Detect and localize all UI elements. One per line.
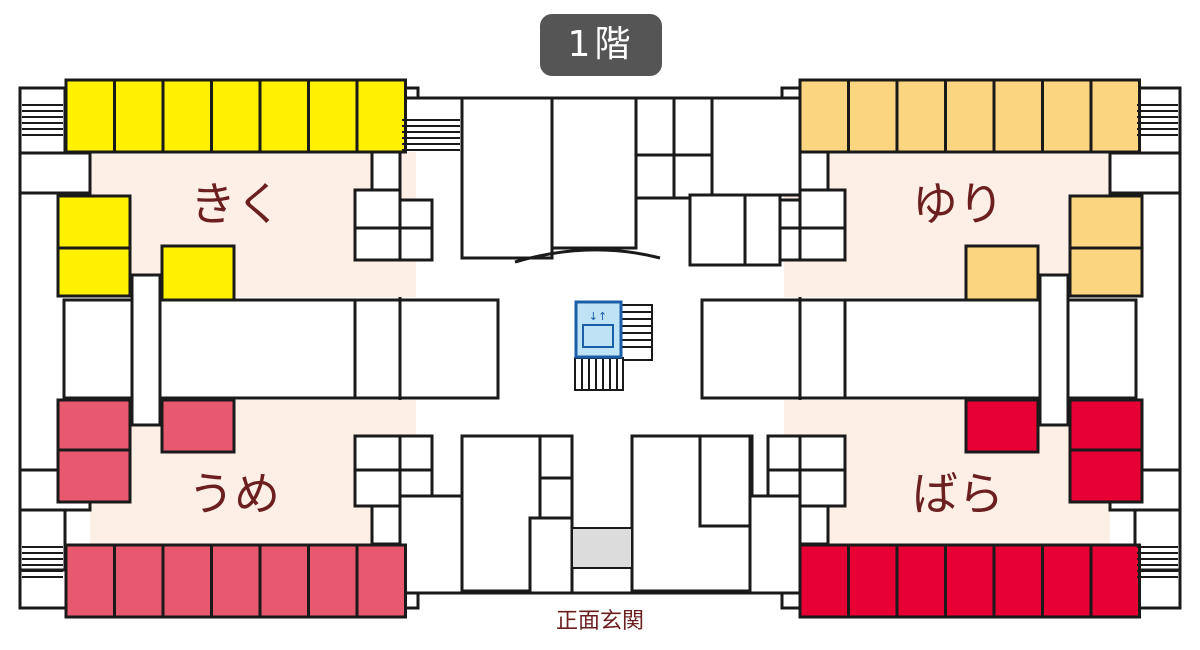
ward-label-yuri: ゆり <box>912 177 1004 231</box>
building-structure <box>18 86 1182 610</box>
patient-room <box>355 543 407 619</box>
patient-room <box>258 543 310 619</box>
patient-room <box>64 78 116 154</box>
entrance-label: 正面玄関 <box>556 609 644 634</box>
patient-room <box>307 78 359 154</box>
svg-text:↓↑: ↓↑ <box>589 310 607 323</box>
patient-room <box>944 543 996 619</box>
patient-room <box>56 448 132 504</box>
ward-rooms-ume <box>56 398 407 619</box>
patient-room <box>56 246 132 298</box>
patient-room <box>160 398 236 454</box>
ward-label-bara: ばら <box>912 467 1004 521</box>
patient-room <box>1068 448 1144 504</box>
patient-room <box>160 244 236 302</box>
patient-room <box>798 543 850 619</box>
patient-room <box>1089 78 1141 154</box>
patient-room <box>210 543 262 619</box>
patient-room <box>56 398 132 452</box>
patient-room <box>944 78 996 154</box>
patient-room <box>210 78 262 154</box>
patient-room <box>161 78 213 154</box>
patient-room <box>1041 78 1093 154</box>
ward-rooms-kiku <box>56 78 407 302</box>
patient-room <box>307 543 359 619</box>
elevator-icon: ↓↑ <box>574 300 653 391</box>
ward-rooms-bara <box>798 398 1144 619</box>
patient-room <box>847 543 899 619</box>
patient-room <box>113 543 165 619</box>
patient-room <box>1089 543 1141 619</box>
patient-room <box>895 78 947 154</box>
patient-room <box>992 78 1044 154</box>
stairs-icon <box>22 104 1178 578</box>
patient-room <box>1068 398 1144 452</box>
patient-room <box>1041 543 1093 619</box>
floor-title: 1階 <box>540 14 662 76</box>
patient-room <box>64 543 116 619</box>
patient-room <box>258 78 310 154</box>
ward-rooms-yuri <box>798 78 1144 302</box>
patient-room <box>964 244 1040 302</box>
patient-room <box>895 543 947 619</box>
entrance-area <box>571 527 633 569</box>
patient-room <box>964 398 1040 454</box>
patient-room <box>798 78 850 154</box>
ward-label-kiku: きく <box>190 177 282 231</box>
patient-room <box>355 78 407 154</box>
patient-room <box>1068 194 1144 250</box>
patient-room <box>992 543 1044 619</box>
patient-room <box>56 194 132 250</box>
patient-room <box>1068 246 1144 298</box>
patient-room <box>847 78 899 154</box>
patient-room <box>161 543 213 619</box>
patient-room <box>113 78 165 154</box>
ward-label-ume: うめ <box>188 467 280 521</box>
